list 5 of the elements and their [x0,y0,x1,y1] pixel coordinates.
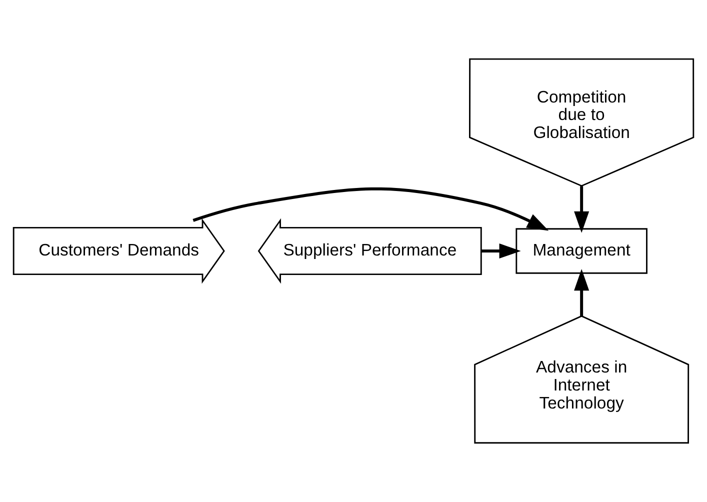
arrow [192,187,549,231]
arrow [574,269,590,316]
arrow [574,186,590,233]
node-box: Management [516,228,648,274]
arrow [482,243,521,259]
